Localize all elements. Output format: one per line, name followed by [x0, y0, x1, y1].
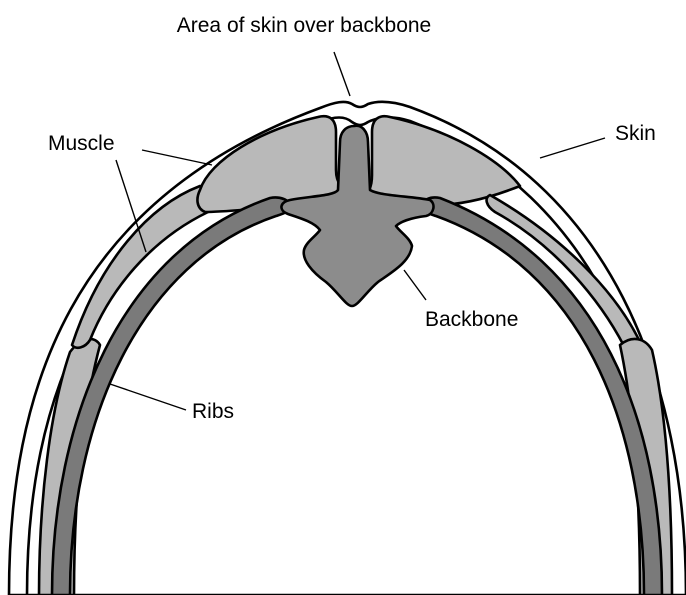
label-area-skin-over-backbone: Area of skin over backbone [177, 14, 431, 37]
leader-muscle [142, 150, 212, 165]
label-ribs: Ribs [192, 400, 234, 423]
leader-skin [540, 138, 605, 158]
label-skin: Skin [615, 122, 656, 145]
leader-area-skin [334, 52, 350, 96]
label-backbone: Backbone [425, 308, 518, 331]
label-muscle: Muscle [48, 132, 115, 155]
